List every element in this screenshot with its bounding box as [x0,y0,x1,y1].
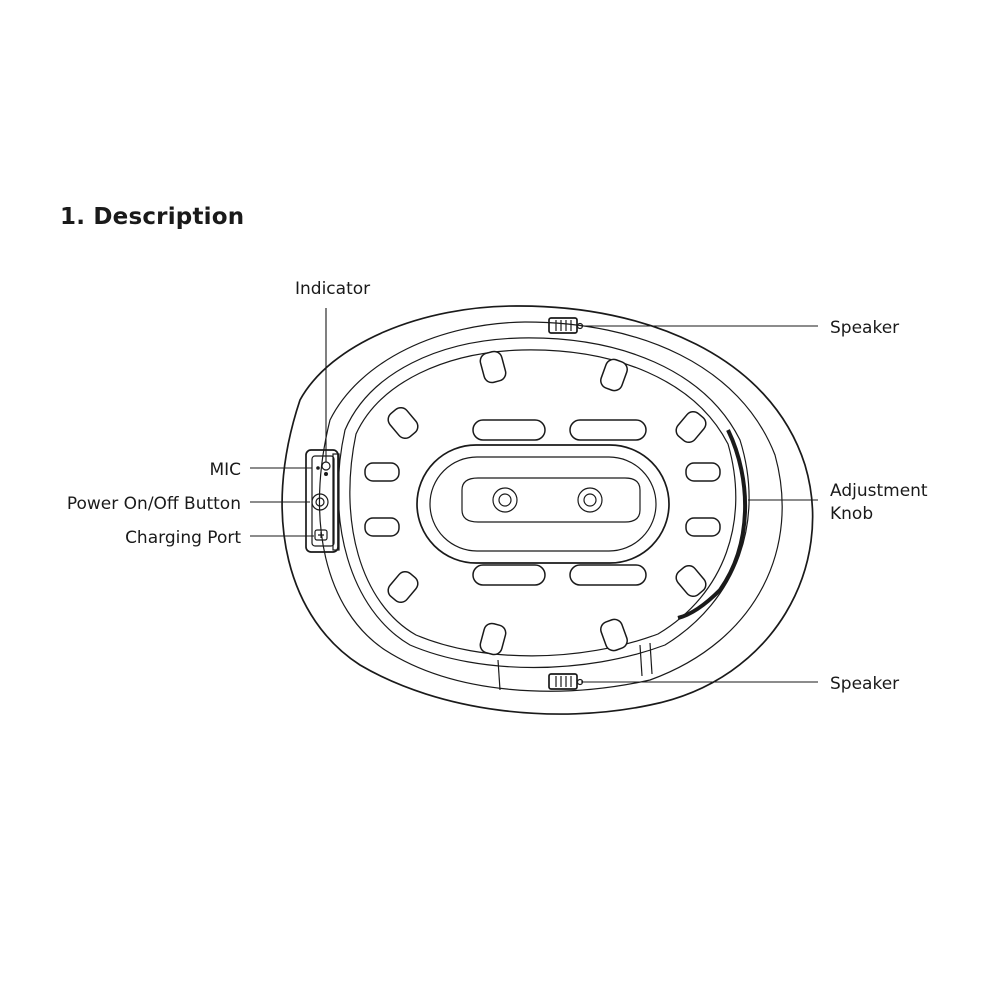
indicator-label: Indicator [295,279,370,299]
speaker-top-leader-line [576,322,818,330]
center-bracket [461,477,641,523]
power-button-label: Power On/Off Button [67,494,241,514]
mount-screw-right [577,487,603,513]
charging-port-label: Charging Port [125,528,241,548]
page-title: 1. Description [60,204,245,230]
mic-label: MIC [209,460,241,480]
helmet-outer-shell [281,305,814,715]
helmet-liner-outer [337,337,750,669]
vent-slots [364,350,721,656]
center-pad-outer [416,444,670,564]
power-button-icon [311,493,329,511]
control-module [305,449,340,553]
adjustment-knob-label-line2: Knob [830,504,873,524]
speaker-bottom-icon [548,673,578,690]
adjustment-strap [677,429,748,620]
helmet-rim [318,321,783,692]
speaker-top-icon [548,317,578,334]
indicator-led-icon [321,461,331,471]
speaker-bottom-label: Speaker [830,674,899,694]
speaker-bottom-leader-line [576,678,818,686]
helmet-liner-inner [349,349,737,657]
speaker-top-label: Speaker [830,318,899,338]
adjustment-knob-label-line1: Adjustment [830,481,928,501]
center-pad-inner [429,456,657,552]
mic-hole-icon [316,466,320,470]
mount-screw-left [492,487,518,513]
charging-port-icon [314,529,328,541]
